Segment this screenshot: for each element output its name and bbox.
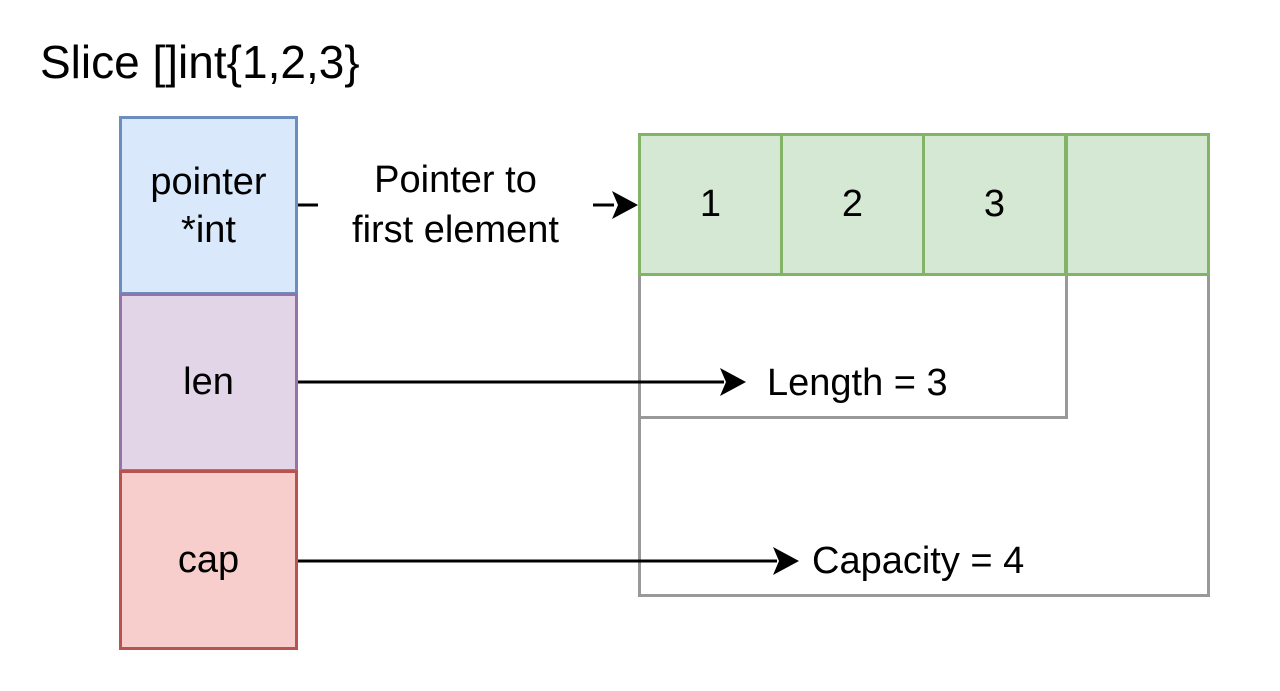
pointer-edge-label-line: first element — [352, 209, 559, 251]
capacity-arrow — [298, 547, 799, 575]
length-edge-label: Length = 3 — [767, 360, 948, 406]
capacity-edge-label: Capacity = 4 — [812, 538, 1025, 584]
length-arrow — [298, 368, 746, 396]
array-cell — [1065, 133, 1210, 276]
pointer-field-type: *int — [181, 208, 236, 251]
diagram-title: Slice []int{1,2,3} — [40, 36, 360, 88]
pointer-edge-label: Pointer to first element — [318, 155, 593, 255]
array-cell-value: 3 — [983, 183, 1006, 225]
array-cell-value: 2 — [841, 183, 864, 225]
len-field-name: len — [183, 361, 234, 403]
array-cell: 3 — [922, 133, 1067, 276]
array-cell: 2 — [780, 133, 925, 276]
pointer-edge-label-line: Pointer to — [374, 159, 537, 201]
array-cell-value: 1 — [699, 183, 722, 225]
cap-field: cap — [119, 470, 298, 650]
len-field: len — [119, 293, 298, 472]
pointer-field: pointer *int — [119, 116, 298, 295]
cap-field-name: cap — [177, 538, 240, 581]
length-bracket — [638, 274, 1068, 419]
pointer-field-name: pointer — [150, 160, 267, 203]
capacity-bracket — [638, 274, 1210, 597]
